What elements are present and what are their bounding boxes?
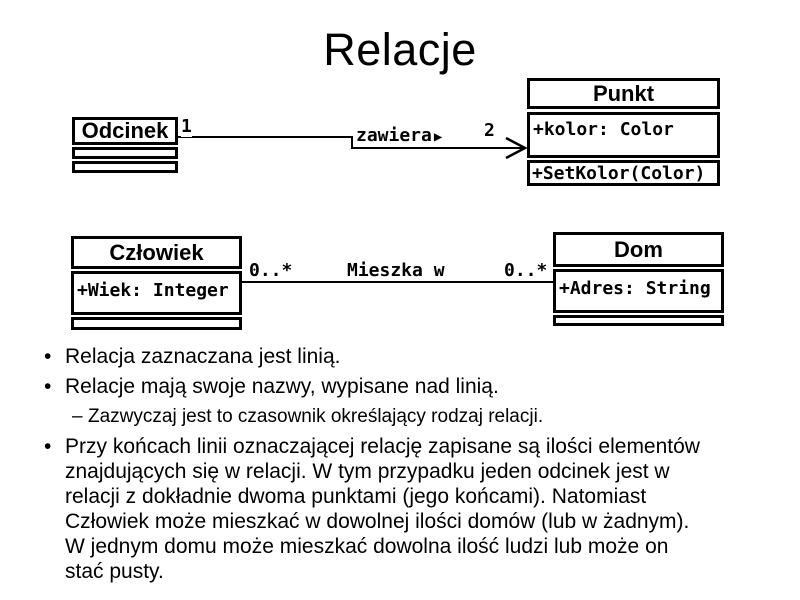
bullet-item: • Relacja zaznaczana jest linią. <box>44 344 744 369</box>
direction-indicator-icon: ▶ <box>433 129 443 145</box>
bullet-list: • Relacja zaznaczana jest linią. • Relac… <box>44 344 744 589</box>
class-title: Odcinek <box>72 117 178 145</box>
class-title: Człowiek <box>71 236 242 269</box>
bullet-icon: • <box>44 375 52 398</box>
bullet-text: Relacja zaznaczana jest linią. <box>65 345 341 368</box>
bullet-text: Relacje mają swoje nazwy, wypisane nad l… <box>65 375 499 398</box>
bullet-icon: • <box>44 345 52 368</box>
empty-method-compartment <box>72 161 178 173</box>
attribute-row: +Wiek: Integer <box>71 271 242 315</box>
bullet-text: Przy końcach linii oznaczającej relację … <box>65 435 700 583</box>
association-name-mieszka: Mieszka w <box>347 260 445 281</box>
class-box-dom: Dom +Adres: String <box>553 232 724 326</box>
arrowhead-icon <box>505 136 528 160</box>
bullet-icon: • <box>44 435 52 458</box>
empty-method-compartment <box>553 315 724 326</box>
method-row: +SetKolor(Color) <box>527 160 720 186</box>
class-box-punkt: Punkt +kolor: Color +SetKolor(Color) <box>527 78 720 186</box>
attribute-row: +Adres: String <box>553 269 724 313</box>
association-name-text: zawiera <box>356 125 432 146</box>
bullet-item: – Zazwyczaj jest to czasownik określając… <box>72 404 744 430</box>
bullet-item: • Relacje mają swoje nazwy, wypisane nad… <box>44 374 744 399</box>
multiplicity-label-punkt: 2 <box>484 120 495 141</box>
association-line-zawiera <box>178 136 523 149</box>
empty-attribute-compartment <box>72 147 178 159</box>
class-title: Dom <box>553 232 724 267</box>
class-box-odcinek: Odcinek <box>72 117 178 173</box>
multiplicity-label-dom: 0..* <box>504 260 548 281</box>
class-title: Punkt <box>527 78 720 109</box>
bullet-item: • Przy końcach linii oznaczającej relacj… <box>44 434 744 584</box>
class-box-czlowiek: Człowiek +Wiek: Integer <box>71 236 242 330</box>
multiplicity-label-czlowiek: 0..* <box>249 260 293 281</box>
empty-method-compartment <box>71 317 242 330</box>
dash-icon: – <box>72 406 83 427</box>
association-name-zawiera: zawiera▶ <box>353 125 446 147</box>
attribute-row: +kolor: Color <box>527 112 720 158</box>
multiplicity-label-odcinek: 1 <box>181 116 192 137</box>
page-title: Relacje <box>323 24 477 75</box>
bullet-text: Zazwyczaj jest to czasownik określający … <box>88 406 544 427</box>
